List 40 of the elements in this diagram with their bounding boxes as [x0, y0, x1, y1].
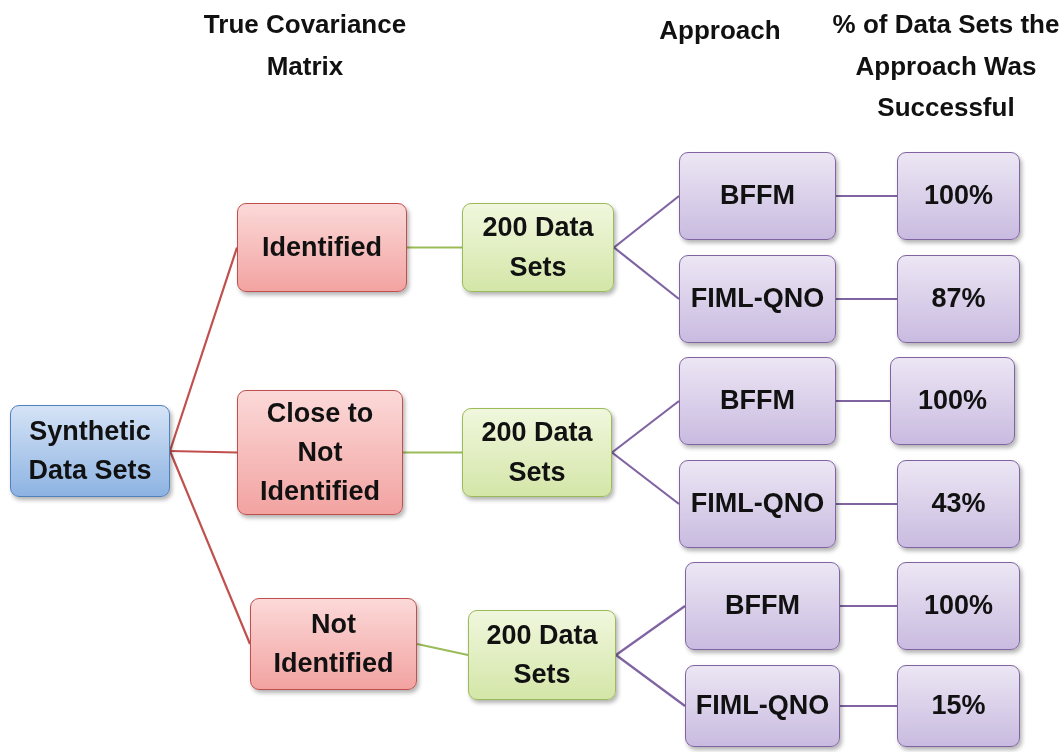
- condition-box: Identified: [237, 203, 407, 292]
- connector-line: [611, 400, 680, 454]
- condition-box: Close to Not Identified: [237, 390, 403, 515]
- connector-line: [611, 451, 680, 505]
- dataset-box: 200 Data Sets: [462, 408, 612, 497]
- connector-line: [416, 642, 469, 657]
- result-box: FIML-QNO: [685, 665, 840, 747]
- dataset-box: 200 Data Sets: [468, 610, 616, 700]
- result-box: 43%: [897, 460, 1020, 548]
- column-heading: % of Data Sets the Approach Was Successful: [831, 8, 1061, 125]
- connector-line: [168, 247, 239, 452]
- condition-box: Not Identified: [250, 598, 417, 690]
- connector-line: [836, 502, 897, 506]
- connector-line: [403, 451, 462, 454]
- connector-line: [836, 297, 897, 301]
- result-box: 87%: [897, 255, 1020, 343]
- result-box: BFFM: [679, 357, 836, 445]
- result-box: 100%: [890, 357, 1015, 445]
- result-box: 15%: [897, 665, 1020, 747]
- result-box: BFFM: [679, 152, 836, 240]
- connector-line: [836, 399, 890, 403]
- column-heading: True Covariance Matrix: [202, 8, 408, 83]
- dataset-box: 200 Data Sets: [462, 203, 614, 292]
- connector-line: [613, 195, 680, 249]
- result-box: FIML-QNO: [679, 255, 836, 343]
- connector-line: [836, 194, 897, 198]
- connector-line: [613, 246, 680, 300]
- result-box: FIML-QNO: [679, 460, 836, 548]
- connector-line: [169, 449, 238, 454]
- column-heading: Approach: [658, 14, 782, 47]
- connector-line: [840, 604, 897, 608]
- connector-line: [407, 246, 462, 249]
- source-box: Synthetic Data Sets: [10, 405, 170, 497]
- connector-line: [840, 704, 897, 708]
- connector-line: [615, 654, 686, 707]
- result-box: 100%: [897, 152, 1020, 240]
- result-box: 100%: [897, 562, 1020, 650]
- connector-line: [615, 605, 686, 656]
- connector-line: [169, 450, 251, 645]
- result-box: BFFM: [685, 562, 840, 650]
